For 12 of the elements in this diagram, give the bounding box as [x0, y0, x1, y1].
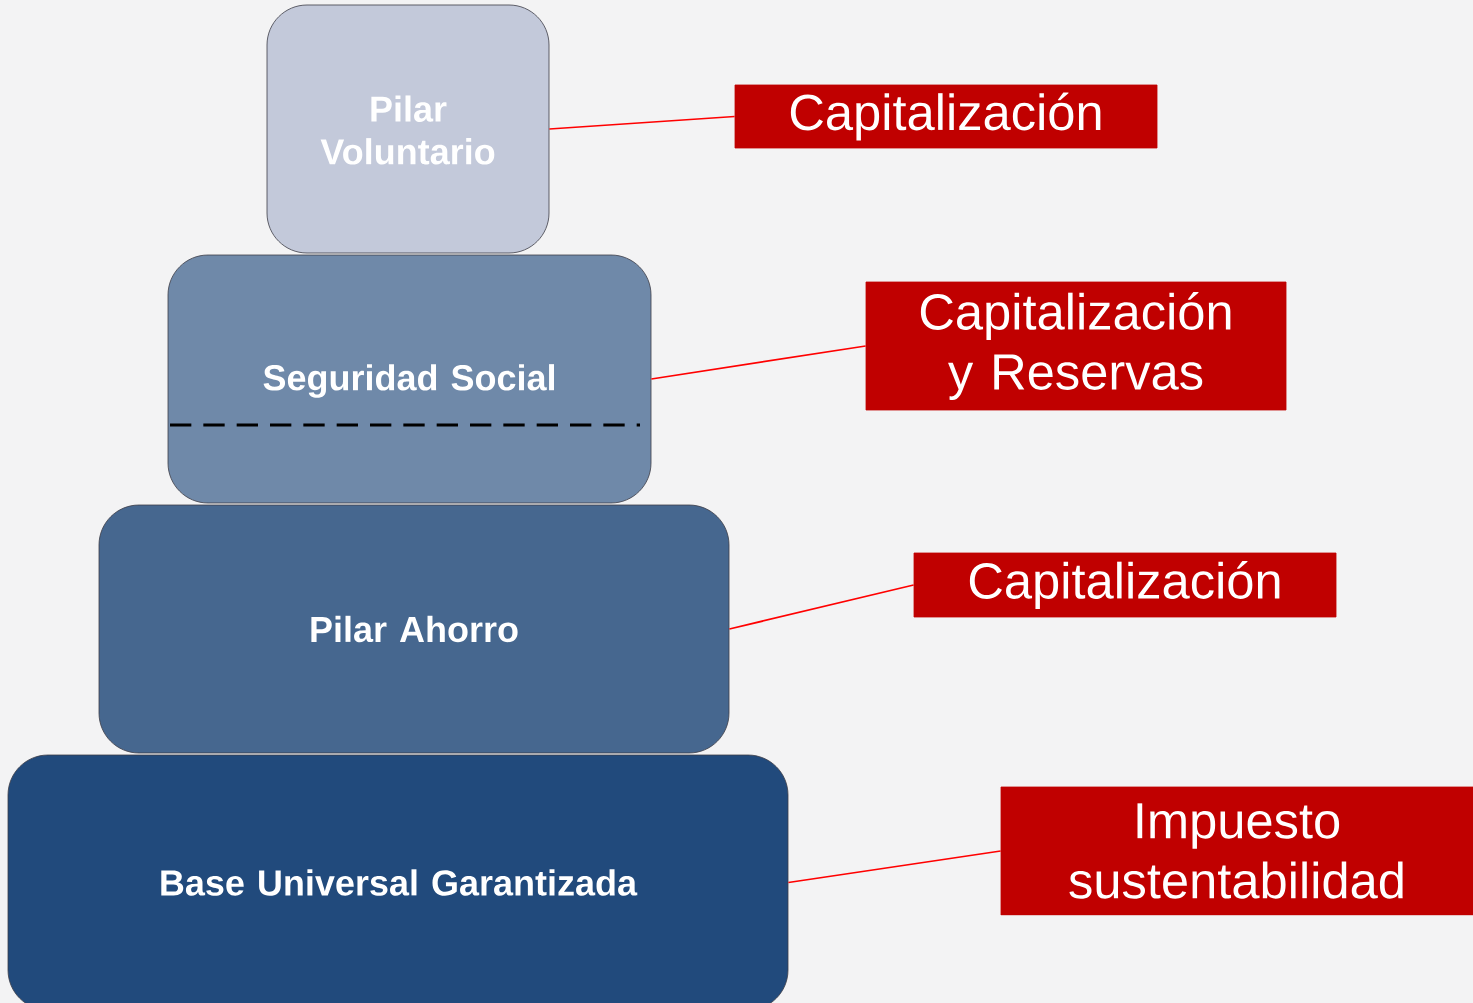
- pillar-box: Seguridad Social: [167, 254, 652, 504]
- label-box: Capitalización: [734, 84, 1158, 149]
- connector-line: [548, 115, 736, 130]
- connector-line: [787, 850, 1002, 884]
- pillar-box: Base Universal Garantizada: [7, 754, 789, 1003]
- pillar-box: Pilar Voluntario: [266, 4, 550, 254]
- label-box: Impuesto sustentabilidad: [1000, 786, 1473, 916]
- pillar-box: Pilar Ahorro: [98, 504, 730, 754]
- connector-line: [650, 345, 867, 380]
- connector-line: [728, 584, 915, 630]
- label-box: Capitalización y Reservas: [865, 281, 1287, 411]
- label-box: Capitalización: [913, 552, 1337, 618]
